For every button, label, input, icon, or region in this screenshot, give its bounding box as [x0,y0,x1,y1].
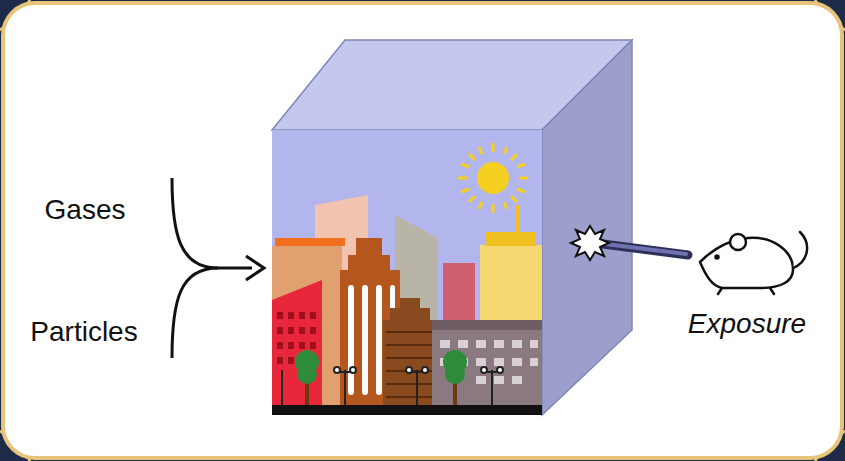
city-skyline [272,143,542,415]
text-label: Gases [45,193,126,227]
panel [3,3,842,458]
sampling-probe [571,226,688,260]
merge-brace [172,178,264,358]
text-label: Exposure [688,307,806,341]
exposure-chamber [272,40,632,415]
rat-icon [700,232,807,294]
text-label: Particles [30,315,137,349]
